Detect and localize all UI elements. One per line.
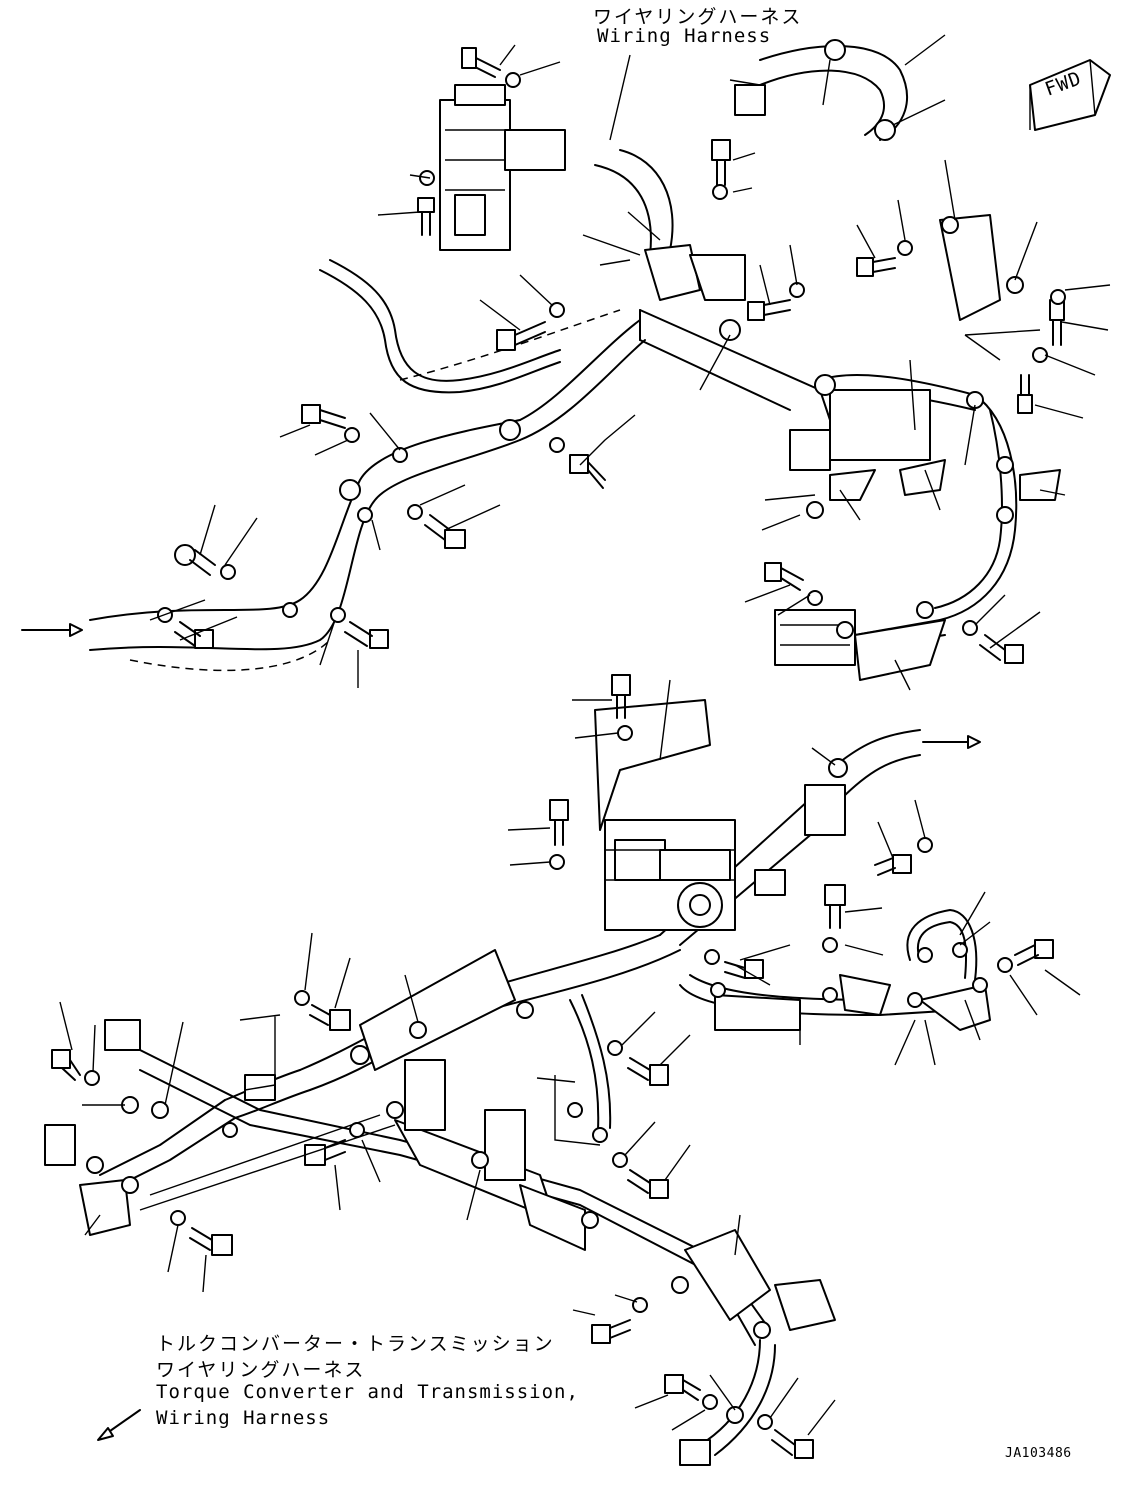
brackets-bottom	[44, 949, 991, 1466]
bolts-top	[174, 47, 1065, 664]
bottom-harness-label-jp-2: ワイヤリングハーネス	[156, 1359, 366, 1381]
valve-block-top	[439, 84, 766, 251]
bottom-harness-label-en-2: Wiring Harness	[156, 1407, 331, 1429]
washers-bottom	[84, 725, 1013, 1430]
leader-lines-bottom	[59, 679, 1081, 1436]
bottom-harness-label-jp-1: トルクコンバーター・トランスミッション	[156, 1333, 555, 1355]
clamps-top	[282, 39, 1024, 639]
transmission-valve-block	[594, 699, 846, 931]
flow-arrows	[21, 623, 981, 1441]
washers-top	[157, 72, 1066, 636]
bolts-bottom	[51, 674, 1054, 1459]
top-harness-label-jp: ワイヤリングハーネス	[593, 6, 803, 28]
forward-direction-arrow-icon	[1029, 59, 1111, 131]
clamps-bottom	[86, 758, 988, 1424]
leader-lines-top	[149, 34, 1111, 691]
drawing-number: JA103486	[1005, 1446, 1072, 1461]
top-harness-label-en: Wiring Harness	[597, 25, 772, 47]
bracket-top-right	[644, 214, 1061, 681]
bottom-harness-label-en-1: Torque Converter and Transmission,	[156, 1381, 579, 1403]
valve-body-top-mid	[774, 389, 931, 666]
